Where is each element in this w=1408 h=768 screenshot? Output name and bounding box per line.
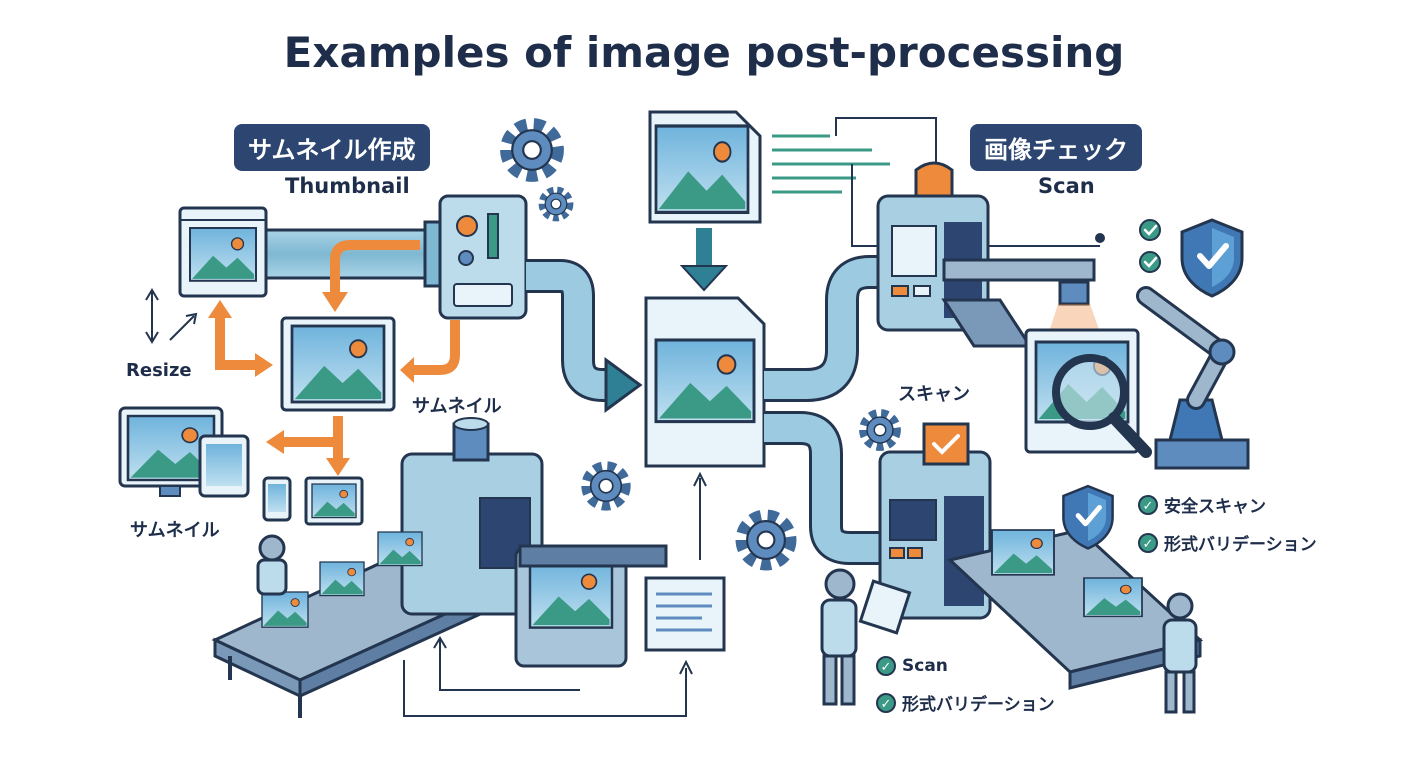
gear-icon xyxy=(508,126,556,174)
check-icon: ✓ xyxy=(1138,532,1158,553)
check-item-label: 形式バリデーション xyxy=(902,695,1055,715)
check-icon xyxy=(1138,218,1162,242)
check-item: ✓ 形式バリデーション xyxy=(1138,530,1317,555)
scan-label: スキャン xyxy=(898,384,970,405)
data-stream-lines xyxy=(772,134,890,194)
gear-icon xyxy=(543,191,569,217)
scan-subtitle: Scan xyxy=(1038,174,1095,198)
shield-check-icon xyxy=(1182,220,1242,296)
check-item-label: Scan xyxy=(902,656,948,676)
small-thumbnail-frame xyxy=(304,476,364,526)
thumbnail-subtitle: Thumbnail xyxy=(285,174,410,198)
resize-label: Resize xyxy=(126,360,192,381)
magnifier-icon xyxy=(1052,354,1152,458)
arrow-down-to-processed xyxy=(679,228,729,292)
page-title: Examples of image post-processing xyxy=(283,28,1125,77)
phone-icon xyxy=(262,476,292,522)
check-icon: ✓ xyxy=(1138,494,1158,515)
check-item: ✓ Scan xyxy=(876,656,948,676)
check-item-label: 形式バリデーション xyxy=(1164,535,1317,555)
thumbnail-machine-outlet-pipe xyxy=(526,259,643,413)
check-item: ✓ 安全スキャン xyxy=(1138,492,1266,517)
orange-resize-arrows xyxy=(208,300,273,377)
check-icon: ✓ xyxy=(876,656,896,676)
left-processing-machine xyxy=(400,417,544,616)
check-icon: ✓ xyxy=(876,692,896,713)
thumbnail-label: サムネイル xyxy=(412,396,502,417)
robot-arm xyxy=(1136,286,1250,470)
processed-to-bottom-scanner-pipe xyxy=(764,411,884,565)
resize-arrows-icon xyxy=(145,288,198,344)
thumbnail-pipe xyxy=(260,220,447,288)
right-robot xyxy=(1162,592,1198,714)
report-document xyxy=(644,576,726,652)
source-image-document xyxy=(648,110,762,224)
left-robot xyxy=(256,534,288,596)
orange-arrow-in xyxy=(400,320,460,383)
check-item-label: 安全スキャン xyxy=(1164,497,1266,517)
signal-wire xyxy=(835,117,1105,247)
orange-arrow-down xyxy=(322,240,420,312)
thumbnail-source-window xyxy=(178,206,268,298)
thumbnail-machine xyxy=(438,194,528,320)
thumbnail-badge: サムネイル作成 xyxy=(234,124,430,171)
check-icon xyxy=(1138,250,1162,274)
tablet-icon xyxy=(198,434,250,498)
output-monitor xyxy=(514,544,668,668)
gear-icon xyxy=(587,467,624,504)
check-item: ✓ 形式バリデーション xyxy=(876,690,1055,715)
scan-badge: 画像チェック xyxy=(970,124,1142,171)
devices-thumbnail-label: サムネイル xyxy=(130,520,220,541)
bottom-robot xyxy=(820,568,912,706)
gear-icon xyxy=(743,517,789,563)
processed-to-scanner-pipe xyxy=(764,255,884,402)
processed-image-document xyxy=(644,296,766,468)
thumbnail-central-frame xyxy=(280,316,396,412)
bottom-scanner-machine xyxy=(878,422,992,620)
gear-icon xyxy=(864,414,896,446)
orange-arrow-split xyxy=(266,416,350,476)
bottom-feedback-arrows xyxy=(403,471,707,717)
